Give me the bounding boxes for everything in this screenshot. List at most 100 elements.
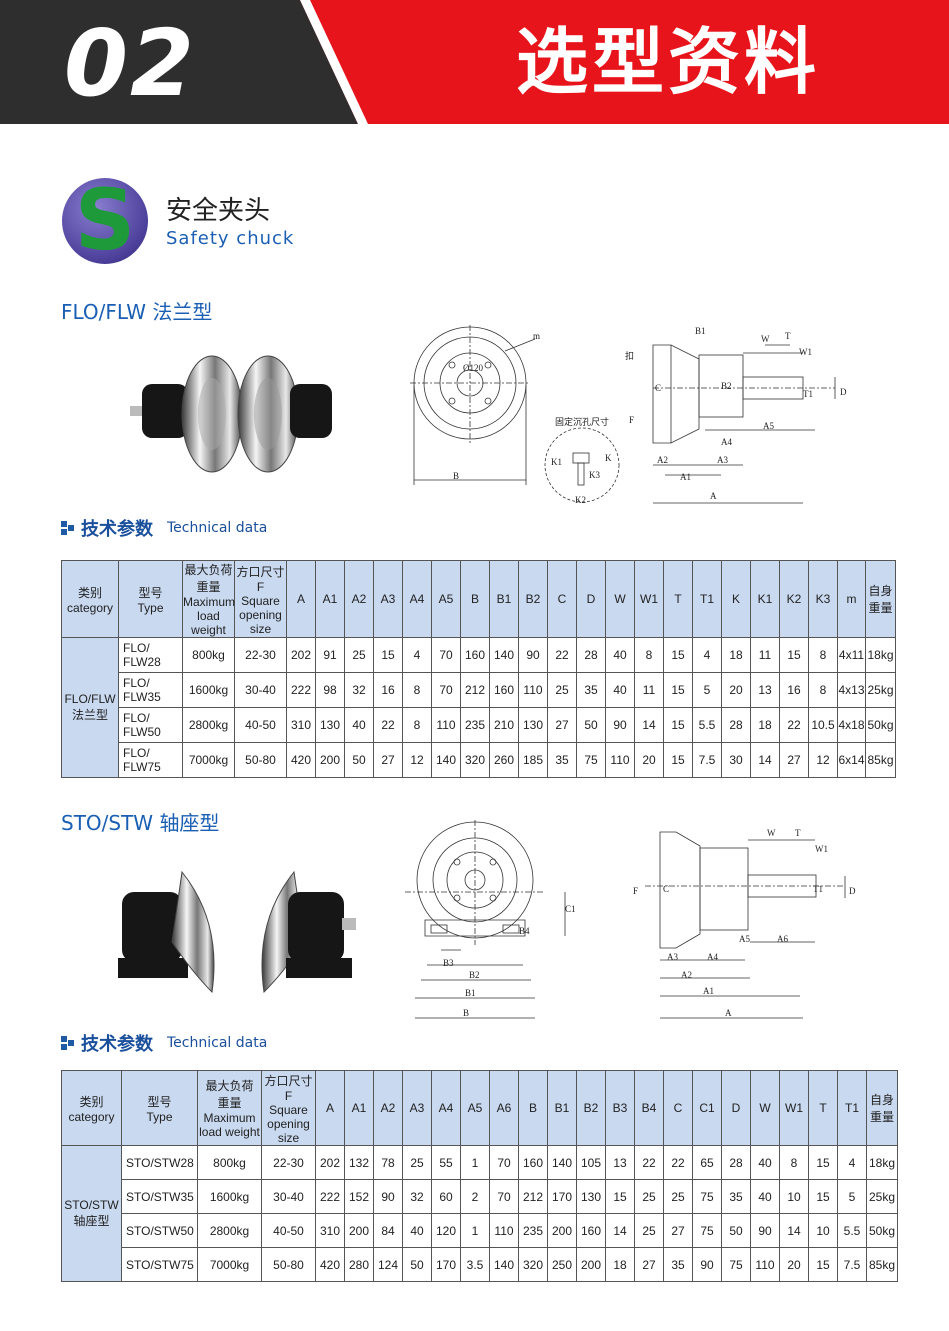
svg-text:B: B xyxy=(463,1008,469,1018)
dimension-cell: 5 xyxy=(692,672,722,708)
dimension-cell: 110 xyxy=(605,742,635,778)
dim-header: A2 xyxy=(373,1070,403,1146)
dimension-cell: 260 xyxy=(489,742,519,778)
dimension-cell: 4x13 xyxy=(837,672,866,708)
dim-header: W1 xyxy=(779,1070,809,1146)
svg-text:B1: B1 xyxy=(695,326,706,336)
dimension-cell: 140 xyxy=(431,742,461,778)
dimension-cell: 22 xyxy=(373,707,403,743)
type-cell: STO/STW28 xyxy=(121,1145,198,1180)
square-opening-cell: 40-50 xyxy=(234,707,287,743)
dimension-cell: 98 xyxy=(315,672,345,708)
type-cell: FLO/FLW75 xyxy=(118,742,183,778)
dimension-cell: 235 xyxy=(460,707,490,743)
dim-header: W xyxy=(750,1070,780,1146)
dim-header: B2 xyxy=(518,560,548,638)
svg-text:K2: K2 xyxy=(575,495,586,505)
svg-text:A5: A5 xyxy=(739,934,750,944)
dimension-cell: 200 xyxy=(547,1213,577,1248)
self-weight-cell: 50kg xyxy=(866,1213,898,1248)
svg-text:C: C xyxy=(655,383,661,393)
type-cell: STO/STW35 xyxy=(121,1179,198,1214)
dimension-cell: 222 xyxy=(315,1179,345,1214)
dimension-cell: 25 xyxy=(402,1145,432,1180)
svg-text:A5: A5 xyxy=(763,421,774,431)
dimension-cell: 27 xyxy=(547,707,577,743)
dimension-cell: 70 xyxy=(489,1179,519,1214)
dimension-cell: 40 xyxy=(605,637,635,673)
dimension-cell: 15 xyxy=(663,672,693,708)
svg-text:A4: A4 xyxy=(721,437,732,447)
dim-header: T1 xyxy=(692,560,722,638)
dim-header: A4 xyxy=(431,1070,461,1146)
svg-text:T: T xyxy=(795,828,801,838)
dim-header: K xyxy=(721,560,751,638)
dimension-cell: 8 xyxy=(779,1145,809,1180)
svg-text:F: F xyxy=(633,886,638,896)
svg-text:B1: B1 xyxy=(465,988,476,998)
dimension-cell: 11 xyxy=(634,672,664,708)
dimension-cell: 250 xyxy=(547,1247,577,1282)
dim-header: A1 xyxy=(315,560,345,638)
svg-text:B2: B2 xyxy=(721,381,732,391)
dimension-cell: 1 xyxy=(460,1213,490,1248)
dimension-cell: 202 xyxy=(286,637,316,673)
dimension-cell: 18 xyxy=(750,707,780,743)
dim-header: T1 xyxy=(837,1070,867,1146)
type-cell: STO/STW50 xyxy=(121,1213,198,1248)
dim-header: B2 xyxy=(576,1070,606,1146)
dimension-cell: 200 xyxy=(344,1213,374,1248)
dimension-cell: 132 xyxy=(344,1145,374,1180)
dim-header: A3 xyxy=(402,1070,432,1146)
dimension-cell: 170 xyxy=(431,1247,461,1282)
svg-text:T1: T1 xyxy=(813,884,823,894)
dimension-cell: 28 xyxy=(721,707,751,743)
dimension-cell: 140 xyxy=(547,1145,577,1180)
max-load-cell: 1600kg xyxy=(182,672,235,708)
dimension-cell: 120 xyxy=(431,1213,461,1248)
svg-text:T1: T1 xyxy=(803,389,813,399)
dimension-cell: 185 xyxy=(518,742,548,778)
page-header: 02 选型资料 xyxy=(0,0,949,124)
dimension-cell: 40 xyxy=(402,1213,432,1248)
dimension-cell: 28 xyxy=(721,1145,751,1180)
dim-header: A4 xyxy=(402,560,432,638)
dimension-cell: 50 xyxy=(721,1213,751,1248)
dimension-cell: 30 xyxy=(721,742,751,778)
dim-header: B1 xyxy=(547,1070,577,1146)
dimension-cell: 200 xyxy=(576,1247,606,1282)
dimension-cell: 12 xyxy=(402,742,432,778)
square-opening-cell: 30-40 xyxy=(261,1179,316,1214)
dimension-cell: 280 xyxy=(344,1247,374,1282)
svg-text:W1: W1 xyxy=(815,844,828,854)
dimension-cell: 90 xyxy=(692,1247,722,1282)
dimension-cell: 110 xyxy=(750,1247,780,1282)
dimension-cell: 15 xyxy=(808,1179,838,1214)
dim-header: A5 xyxy=(431,560,461,638)
dimension-cell: 22 xyxy=(663,1145,693,1180)
self-weight-header: 自身重量 xyxy=(865,560,896,638)
dimension-cell: 90 xyxy=(605,707,635,743)
dimension-cell: 3.5 xyxy=(460,1247,490,1282)
dimension-cell: 110 xyxy=(518,672,548,708)
dimension-cell: 8 xyxy=(634,637,664,673)
dimension-cell: 310 xyxy=(315,1213,345,1248)
dimension-cell: 8 xyxy=(808,637,838,673)
dimension-cell: 32 xyxy=(402,1179,432,1214)
dimension-cell: 13 xyxy=(605,1145,635,1180)
svg-text:A4: A4 xyxy=(707,952,718,962)
dim-header: B xyxy=(460,560,490,638)
svg-text:W: W xyxy=(761,334,770,344)
svg-text:B: B xyxy=(453,471,459,481)
flo-model-title: FLO/FLW 法兰型 xyxy=(61,300,213,324)
dimension-cell: 420 xyxy=(286,742,316,778)
dimension-cell: 25 xyxy=(634,1213,664,1248)
